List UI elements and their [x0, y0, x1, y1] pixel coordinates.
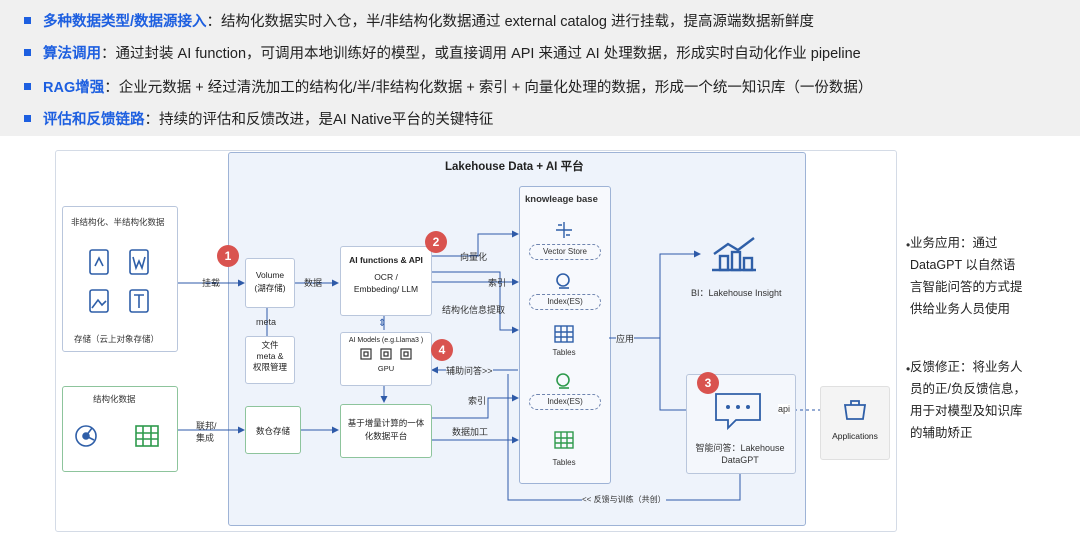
- edge-apply: [609, 250, 701, 339]
- warehouse-storage-label: 数仓存储: [255, 426, 290, 436]
- note-bullet: •: [906, 362, 911, 376]
- chip-icon: [360, 348, 372, 360]
- bullet-key: 算法调用: [43, 46, 101, 62]
- ai-functions-body: OCR / Embbeding/ LLM: [353, 272, 419, 294]
- shopping-bag-icon: [843, 400, 867, 420]
- chip-icon: [400, 348, 412, 360]
- vector-icon: [556, 222, 572, 238]
- graph-icon: [75, 425, 97, 447]
- edge-apply-label: 应用: [616, 332, 635, 345]
- text-file-icon: [129, 289, 149, 313]
- note-business-app: 业务应用：通过 DataGPT 以自然语 言智能问答的方式提 供给业务人员使用: [910, 236, 1023, 316]
- unstructured-caption: 存储（云上对象存储）: [74, 334, 160, 344]
- index-es-item: Index(ES): [529, 394, 601, 410]
- bullet-marker: [24, 17, 31, 24]
- edge-index1-label: 索引: [488, 278, 507, 288]
- unstructured-source: [62, 206, 178, 352]
- bullet-key: 评估和反馈链路: [43, 112, 145, 128]
- meta-label: meta: [256, 317, 277, 327]
- index-es-item: Index(ES): [529, 294, 601, 310]
- bi-label: BI：Lakehouse Insight: [691, 288, 782, 298]
- note-bullet: •: [906, 238, 911, 252]
- up-down-arrow-icon: ⇕: [378, 318, 387, 329]
- step-badge-3: 3: [697, 372, 719, 394]
- bullet-item: RAG增强：企业元数据 + 经过清洗加工的结构化/半/非结构化数据 + 索引 +…: [24, 78, 872, 98]
- knowledge-base-panel: [519, 186, 611, 484]
- tables-item: Tables: [552, 458, 576, 467]
- applications-label: Applications: [832, 431, 878, 441]
- edge-mount-label: 挂载: [202, 278, 221, 288]
- table-icon: [554, 325, 574, 343]
- step-badge-4: 4: [431, 339, 453, 361]
- step-badge-2: 2: [425, 231, 447, 253]
- structured-icons: [75, 425, 159, 447]
- bullet-marker: [24, 49, 31, 56]
- edge-api-label: api: [778, 404, 791, 414]
- bullet-panel: 多种数据类型/数据源接入：结构化数据实时入仓，半/非结构化数据通过 extern…: [0, 0, 1080, 136]
- incremental-platform-node: 基于增量计算的一体 化数据平台: [340, 404, 432, 458]
- incremental-platform-label: 基于增量计算的一体 化数据平台: [347, 418, 425, 441]
- file-icons: [89, 249, 149, 313]
- edge-processing-label: 数据加工: [452, 427, 489, 437]
- bullet-text: ：企业元数据 + 经过清洗加工的结构化/半/非结构化数据 + 索引 + 向量化处…: [104, 80, 873, 96]
- warehouse-storage-node: 数仓存储: [245, 406, 301, 454]
- chip-icons: [360, 348, 412, 360]
- bullet-item: 算法调用：通过封装 AI function，可调用本地训练好的模型，或直接调用 …: [24, 44, 861, 64]
- tables-item: Tables: [552, 348, 576, 357]
- unstructured-title: 非结构化、半结构化数据: [71, 217, 165, 227]
- table-grid-icon: [135, 425, 159, 447]
- vector-store-item: Vector Store: [529, 244, 601, 260]
- gpu-label: GPU: [377, 364, 395, 373]
- ai-models-node: AI Models (e.g.Llama3 ) GPU: [340, 332, 432, 386]
- edge-index2: [432, 394, 519, 419]
- bullet-key: RAG增强: [43, 80, 105, 96]
- applications-node: Applications: [820, 386, 890, 460]
- chip-icon: [380, 348, 392, 360]
- bullet-marker: [24, 83, 31, 90]
- feedback-label: << 反馈与训练（共创）: [582, 494, 666, 505]
- word-file-icon: [129, 249, 149, 275]
- volume-node: Volume (湖存储): [245, 258, 295, 308]
- file-meta-node: 文件 meta & 权限管理: [245, 336, 295, 384]
- edge-struct-extract-label: 结构化信息提取: [442, 305, 506, 315]
- ai-functions-title: AI functions & API: [349, 255, 423, 265]
- search-icon: [556, 373, 570, 389]
- file-meta-label: 文件 meta & 权限管理: [252, 340, 287, 372]
- bullet-item: 评估和反馈链路：持续的评估和反馈改进，是AI Native平台的关键特征: [24, 110, 493, 130]
- structured-title: 结构化数据: [93, 394, 136, 404]
- bullet-text: ：持续的评估和反馈改进，是AI Native平台的关键特征: [144, 112, 494, 128]
- step-badge-1: 1: [217, 245, 239, 267]
- bullet-key: 多种数据类型/数据源接入: [43, 14, 207, 30]
- volume-label: Volume (湖存储): [254, 270, 286, 293]
- bi-chart-icon: [712, 237, 756, 272]
- knowledge-base-title: knowleage base: [525, 194, 598, 205]
- note-feedback: 反馈修正：将业务人 员的正/负反馈信息， 用于对模型及知识库 的辅助矫正: [910, 360, 1026, 440]
- bullet-text: ：通过封装 AI function，可调用本地训练好的模型，或直接调用 API …: [101, 46, 861, 62]
- edge-struct-extract: [432, 271, 519, 334]
- bullet-item: 多种数据类型/数据源接入：结构化数据实时入仓，半/非结构化数据通过 extern…: [24, 12, 814, 32]
- platform-title: Lakehouse Data + AI 平台: [445, 161, 584, 173]
- edge-vectorize-label: 向量化: [460, 252, 488, 262]
- edge-vectorize: [432, 230, 519, 257]
- chat-icon: [715, 393, 761, 431]
- bullet-text: ：结构化数据实时入仓，半/非结构化数据通过 external catalog 进…: [206, 14, 814, 30]
- table-icon: [554, 431, 574, 449]
- edge-data-label: 数据: [304, 278, 323, 288]
- ai-models-title: AI Models (e.g.Llama3 ): [348, 337, 424, 344]
- bullet-marker: [24, 115, 31, 122]
- ai-functions-node: AI functions & API OCR / Embbeding/ LLM: [340, 246, 432, 316]
- search-icon: [556, 273, 570, 289]
- edge-assist-label: 辅助问答>>: [446, 364, 493, 377]
- edge-federation-label: 联邦/ 集成: [196, 421, 217, 443]
- smart-qa-label: 智能问答：Lakehouse DataGPT: [695, 443, 785, 465]
- edge-index2-label: 索引: [468, 396, 487, 406]
- image-file-icon: [89, 289, 109, 313]
- pdf-file-icon: [89, 249, 109, 275]
